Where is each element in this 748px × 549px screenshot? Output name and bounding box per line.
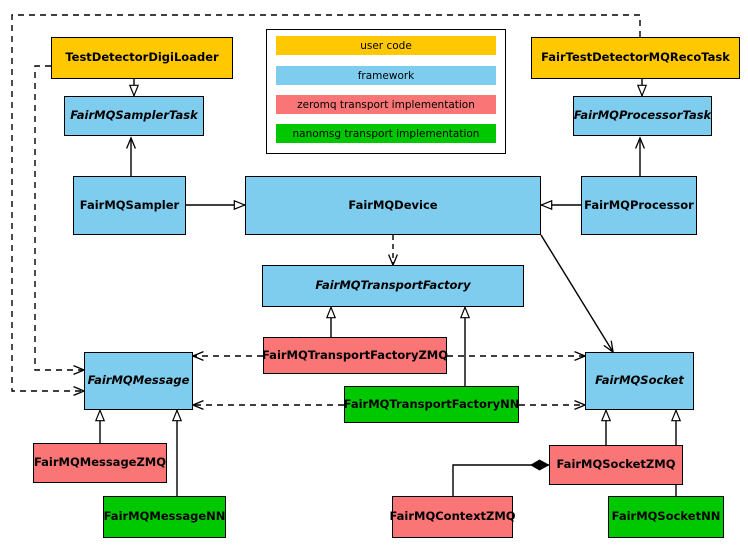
legend-row-user-code: user code xyxy=(276,36,496,55)
class-label: TestDetectorDigiLoader xyxy=(65,50,219,65)
class-label: FairTestDetectorMQRecoTask xyxy=(541,50,730,65)
class-node-fairmqprocessor[interactable]: FairMQProcessor xyxy=(581,176,697,235)
class-node-fairmqprocessortask[interactable]: FairMQProcessorTask xyxy=(573,96,712,136)
class-label: FairMQMessage xyxy=(87,373,190,388)
class-label: FairMQDevice xyxy=(348,197,438,212)
class-node-fairtestdetectormqrecotask[interactable]: FairTestDetectorMQRecoTask xyxy=(531,37,740,79)
class-node-fairmqtransportfactorynn[interactable]: FairMQTransportFactoryNN xyxy=(344,386,519,423)
class-label: FairMQContextZMQ xyxy=(389,509,516,524)
legend-row-nanomsg: nanomsg transport implementation xyxy=(276,124,496,143)
class-node-fairmqmessagenn[interactable]: FairMQMessageNN xyxy=(103,496,226,538)
class-label: FairMQTransportFactoryNN xyxy=(343,396,520,411)
legend-row-zeromq: zeromq transport implementation xyxy=(276,95,496,114)
class-label: FairMQTransportFactory xyxy=(315,278,471,293)
class-label: FairMQTransportFactoryZMQ xyxy=(262,347,449,362)
legend-label-nanomsg: nanomsg transport implementation xyxy=(292,127,480,140)
class-label: FairMQMessageNN xyxy=(103,509,226,524)
class-node-fairmqsocketnn[interactable]: FairMQSocketNN xyxy=(608,496,724,538)
legend-label-zeromq: zeromq transport implementation xyxy=(297,98,475,111)
legend-label-framework: framework xyxy=(357,69,415,82)
class-node-fairmqsocketzmq[interactable]: FairMQSocketZMQ xyxy=(549,445,683,485)
class-node-fairmqtransportfactoryzmq[interactable]: FairMQTransportFactoryZMQ xyxy=(262,337,449,374)
class-label: FairMQSocket xyxy=(595,373,684,388)
class-label: FairMQSamplerTask xyxy=(70,108,198,123)
class-node-fairmqsamplertask[interactable]: FairMQSamplerTask xyxy=(64,96,204,136)
class-node-fairmqmessagezmq[interactable]: FairMQMessageZMQ xyxy=(33,443,167,483)
class-label: FairMQSampler xyxy=(79,197,180,212)
class-node-fairmqmessage[interactable]: FairMQMessage xyxy=(84,352,193,410)
class-label: FairMQMessageZMQ xyxy=(33,455,167,470)
class-node-fairmqdevice[interactable]: FairMQDevice xyxy=(245,176,541,235)
class-node-fairmqtransportfactory[interactable]: FairMQTransportFactory xyxy=(262,265,524,307)
class-node-fairmqsocket[interactable]: FairMQSocket xyxy=(585,352,694,410)
legend-row-framework: framework xyxy=(276,66,496,85)
legend-label-user-code: user code xyxy=(360,39,412,52)
class-label: FairMQSocketNN xyxy=(611,509,721,524)
class-node-fairmqcontextzmq[interactable]: FairMQContextZMQ xyxy=(389,496,516,538)
class-label: FairMQSocketZMQ xyxy=(556,457,676,472)
class-node-testdetectordigiloader[interactable]: TestDetectorDigiLoader xyxy=(51,37,233,79)
class-node-fairmqsampler[interactable]: FairMQSampler xyxy=(73,176,186,235)
class-label: FairMQProcessor xyxy=(584,197,694,212)
class-label: FairMQProcessorTask xyxy=(573,108,712,123)
